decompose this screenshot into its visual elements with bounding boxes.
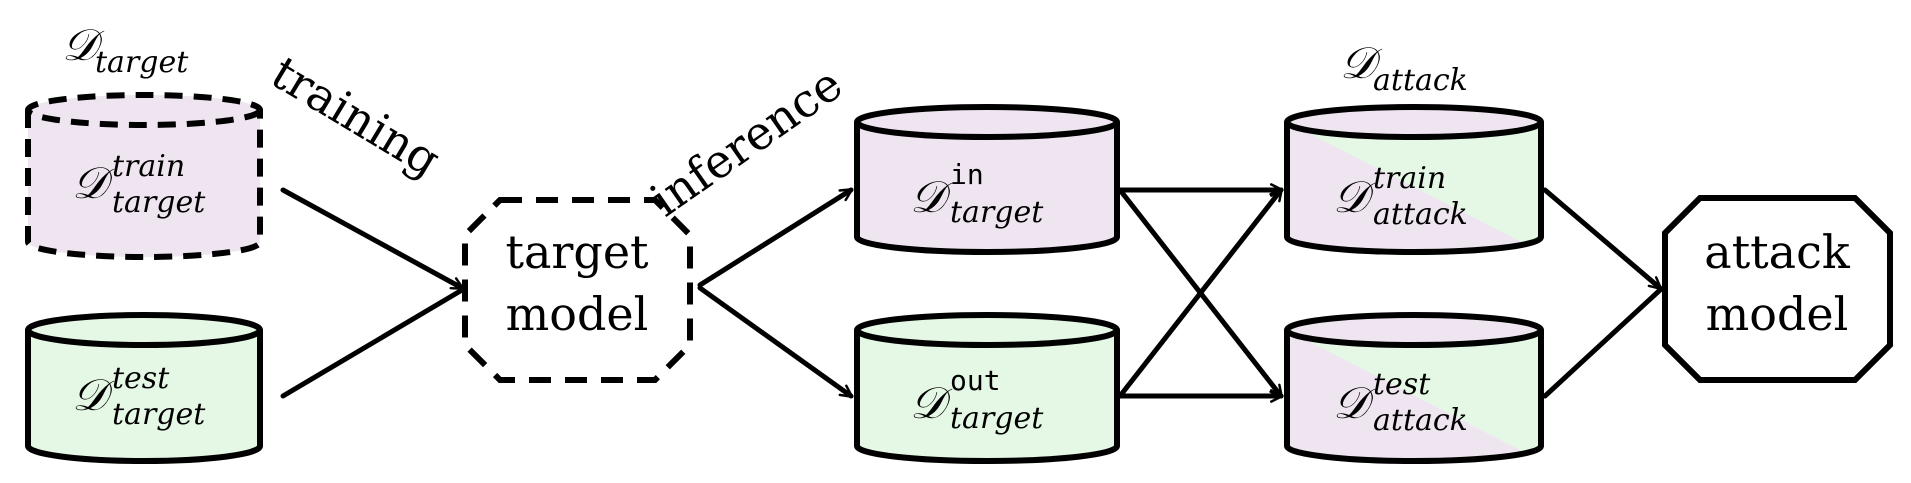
dataset-target-title: 𝒟 target [62, 20, 189, 80]
edge-attack-test-to-model [1542, 287, 1663, 399]
dataset-attack-sub: attack [1373, 63, 1468, 98]
target-model-line2: model [506, 287, 649, 341]
target-in-sub: target [950, 195, 1044, 230]
attack-train-sub: attack [1373, 197, 1468, 232]
target-train-sub: target [112, 185, 206, 220]
attack-test-sub: attack [1373, 403, 1468, 438]
dataset-target-sub: target [95, 45, 189, 80]
attack-model-node: attack model [1662, 195, 1893, 383]
edges [280, 183, 1663, 403]
attack-model-line2: model [1706, 287, 1849, 341]
target-model-line1: target [505, 225, 649, 279]
edge-label-training: training [262, 45, 449, 187]
edge-out-to-attack-train [1117, 187, 1284, 399]
target-test-dataset: 𝒟 test target [25, 312, 263, 464]
dataset-attack-title: 𝒟 attack [1340, 38, 1468, 98]
edge-model-to-in [697, 187, 854, 288]
target-out-sup: out [950, 364, 1001, 397]
attack-test-sup: test [1373, 367, 1431, 402]
attack-train-sup: train [1373, 161, 1446, 196]
attack-model-line1: attack [1704, 225, 1851, 279]
target-in-sup: in [950, 158, 984, 191]
attack-train-dataset: 𝒟 train attack [1284, 104, 1544, 255]
target-test-sub: target [112, 397, 206, 432]
edge-attack-train-to-model [1542, 187, 1663, 291]
target-out-sub: target [950, 401, 1044, 436]
target-train-dataset: 𝒟 train target [25, 92, 263, 260]
edge-label-inference: inference [640, 56, 852, 227]
edge-model-to-out [697, 285, 854, 399]
target-out-dataset: 𝒟 out target [854, 312, 1120, 464]
edge-train-to-model [280, 187, 465, 291]
target-test-sup: test [112, 361, 170, 396]
target-in-dataset: 𝒟 in target [854, 104, 1120, 255]
edge-test-to-model [280, 287, 465, 399]
attack-test-dataset: 𝒟 test attack [1284, 312, 1544, 464]
target-train-sup: train [112, 149, 185, 184]
target-model-node: target model [462, 197, 693, 383]
